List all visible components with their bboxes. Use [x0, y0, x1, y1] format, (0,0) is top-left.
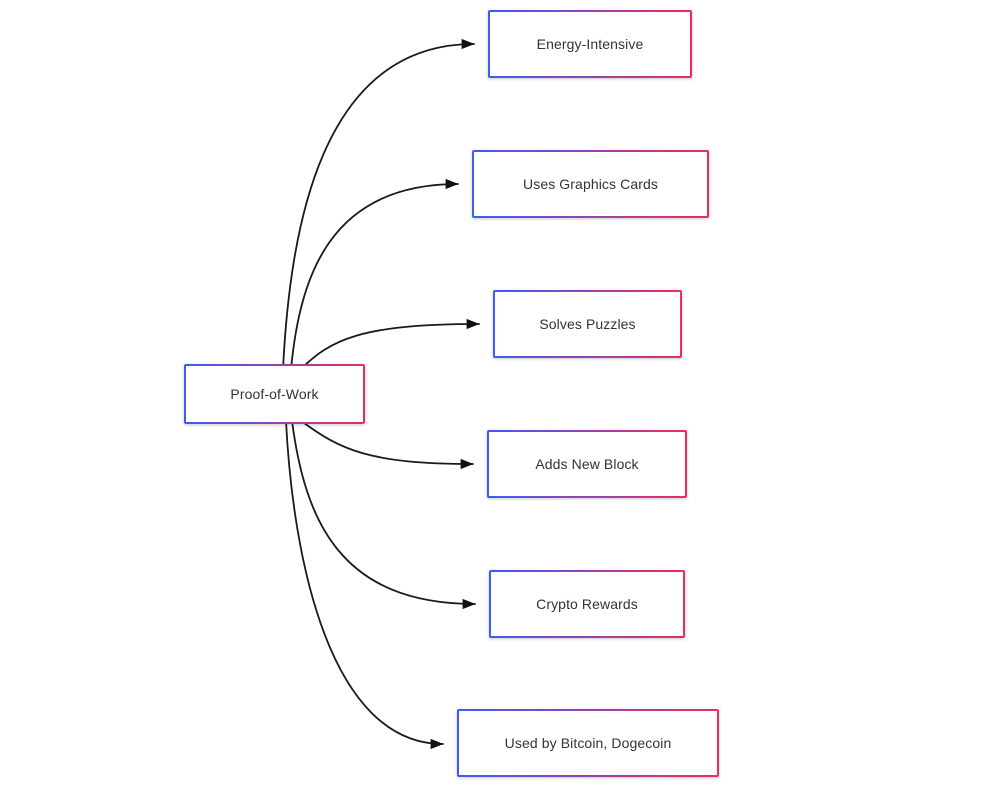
- node-body: Crypto Rewards: [491, 572, 683, 636]
- node-n6[interactable]: Used by Bitcoin, Dogecoin: [457, 709, 719, 777]
- node-body: Solves Puzzles: [495, 292, 680, 356]
- node-body: Uses Graphics Cards: [474, 152, 707, 216]
- node-label: Uses Graphics Cards: [523, 175, 658, 192]
- node-label: Energy-Intensive: [536, 35, 644, 52]
- node-body: Used by Bitcoin, Dogecoin: [459, 711, 717, 775]
- node-body: Energy-Intensive: [490, 12, 690, 76]
- node-label: Proof-of-Work: [230, 385, 319, 402]
- node-label: Solves Puzzles: [539, 315, 636, 332]
- node-n5[interactable]: Crypto Rewards: [489, 570, 685, 638]
- node-label: Adds New Block: [535, 455, 639, 472]
- node-n2[interactable]: Uses Graphics Cards: [472, 150, 709, 218]
- edge-root-to-n4: [299, 419, 474, 470]
- edge-root-to-n2: [290, 178, 459, 370]
- node-n3[interactable]: Solves Puzzles: [493, 290, 682, 358]
- node-body: Adds New Block: [489, 432, 685, 496]
- edge-root-to-n6: [285, 420, 444, 750]
- node-label: Crypto Rewards: [536, 595, 638, 612]
- edge-root-to-n5: [291, 420, 476, 610]
- node-body: Proof-of-Work: [186, 366, 363, 422]
- edge-root-to-n1: [282, 38, 475, 370]
- root-node[interactable]: Proof-of-Work: [184, 364, 365, 424]
- node-n1[interactable]: Energy-Intensive: [488, 10, 692, 78]
- node-label: Used by Bitcoin, Dogecoin: [504, 734, 672, 751]
- node-n4[interactable]: Adds New Block: [487, 430, 687, 498]
